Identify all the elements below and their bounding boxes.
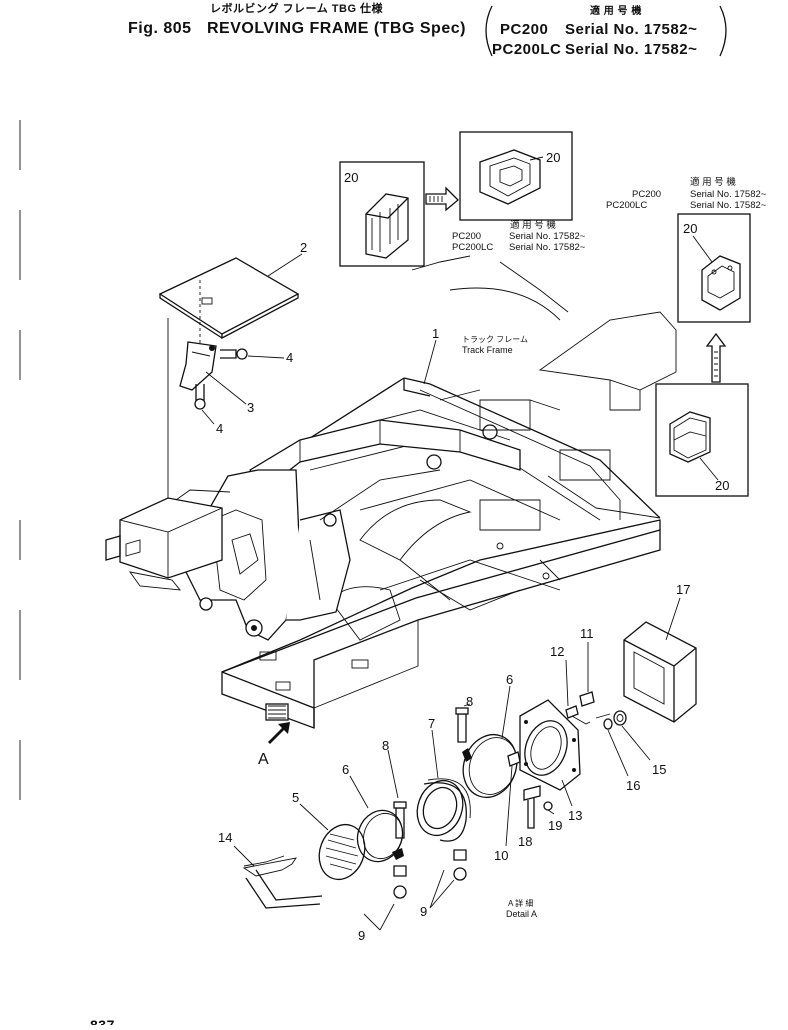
callout-12: 12 <box>550 644 564 659</box>
svg-text:PC200LC: PC200LC <box>606 200 647 211</box>
header: レボルビング フレーム TBG 仕様 Fig. 805 REVOLVING FR… <box>128 1 727 58</box>
model-name-1: PC200 <box>500 21 548 38</box>
svg-text:Serial No. 17582~: Serial No. 17582~ <box>509 242 586 253</box>
figure-label: Fig. 805 <box>128 20 192 37</box>
bracket-right <box>719 5 727 57</box>
callout-4-lower: 4 <box>216 421 223 436</box>
applicable-models-jp: 適 用 号 機 <box>590 4 642 17</box>
callout-19: 19 <box>548 818 562 833</box>
callout-6-rear: 6 <box>506 672 513 687</box>
callout-13: 13 <box>568 808 582 823</box>
callout-7: 7 <box>428 716 435 731</box>
callout-9-rear: 9 <box>420 904 427 919</box>
callout-20-old: 20 <box>344 170 358 185</box>
callout-9-front: 9 <box>358 928 365 943</box>
callout-10: 10 <box>494 848 508 863</box>
inset-right-lower: 20 <box>655 383 749 497</box>
bracket-and-bolts: 4 3 4 <box>167 318 293 500</box>
model-name-2: PC200LC <box>492 41 561 58</box>
callout-2: 2 <box>300 240 307 255</box>
svg-text:PC200LC: PC200LC <box>452 242 493 253</box>
inset-old-step: 20 <box>339 161 425 267</box>
callout-18: 18 <box>518 834 532 849</box>
top-applicable-note: 適 用 号 機 PC200 Serial No. 17582~ PC200LC … <box>411 219 586 313</box>
figure-title: REVOLVING FRAME (TBG Spec) <box>207 20 466 37</box>
svg-text:PC200: PC200 <box>452 231 481 242</box>
callout-1: 1 <box>432 326 439 341</box>
detail-a-exploded: 5 6 8 9 7 6 8 <box>218 582 697 943</box>
right-applicable-note: 適 用 号 機 PC200 Serial No. 17582~ PC200LC … <box>606 176 767 211</box>
inset-new-step: 20 <box>459 131 573 221</box>
svg-text:Serial No. 17582~: Serial No. 17582~ <box>690 189 767 200</box>
replacement-arrow <box>425 186 459 212</box>
svg-text:PC200: PC200 <box>632 189 661 200</box>
detail-a-caption: Detail A <box>506 909 537 919</box>
callout-4-upper: 4 <box>286 350 293 365</box>
callout-11: 11 <box>580 626 594 641</box>
callout-8-rear: 8 <box>466 694 473 709</box>
svg-text:A 詳 細: A 詳 細 <box>508 898 533 908</box>
callout-15: 15 <box>652 762 666 777</box>
inset-right-upper: 20 <box>677 213 751 323</box>
callout-20-right-upper: 20 <box>683 221 697 236</box>
callout-20-new: 20 <box>546 150 560 165</box>
callout-14: 14 <box>218 830 232 845</box>
view-marker-a: A <box>258 751 269 768</box>
page-number: 837 <box>90 1017 115 1025</box>
callout-17: 17 <box>676 582 690 597</box>
model-serial-2: Serial No. 17582~ <box>565 41 697 58</box>
svg-text:Serial No. 17582~: Serial No. 17582~ <box>509 231 586 242</box>
bracket-left <box>485 5 493 57</box>
svg-text:適 用 号 機: 適 用 号 機 <box>690 176 736 188</box>
svg-text:Track Frame: Track Frame <box>462 345 513 355</box>
track-frame-hint: トラック フレーム Track Frame <box>449 287 677 411</box>
callout-6-front: 6 <box>342 762 349 777</box>
inset-up-arrow <box>705 332 727 383</box>
title-japanese: レボルビング フレーム TBG 仕様 <box>210 1 384 15</box>
model-serial-1: Serial No. 17582~ <box>565 21 697 38</box>
svg-text:適 用 号 機: 適 用 号 機 <box>510 219 556 231</box>
svg-text:トラック フレーム: トラック フレーム <box>462 335 528 344</box>
revolving-frame: 1 A <box>105 326 661 768</box>
callout-3: 3 <box>247 400 254 415</box>
callout-8-front: 8 <box>382 738 389 753</box>
cover-plate: 2 <box>158 240 307 345</box>
callout-20-right-lower: 20 <box>715 478 729 493</box>
callout-16: 16 <box>626 778 640 793</box>
callout-5: 5 <box>292 790 299 805</box>
svg-text:Serial No. 17582~: Serial No. 17582~ <box>690 200 767 211</box>
